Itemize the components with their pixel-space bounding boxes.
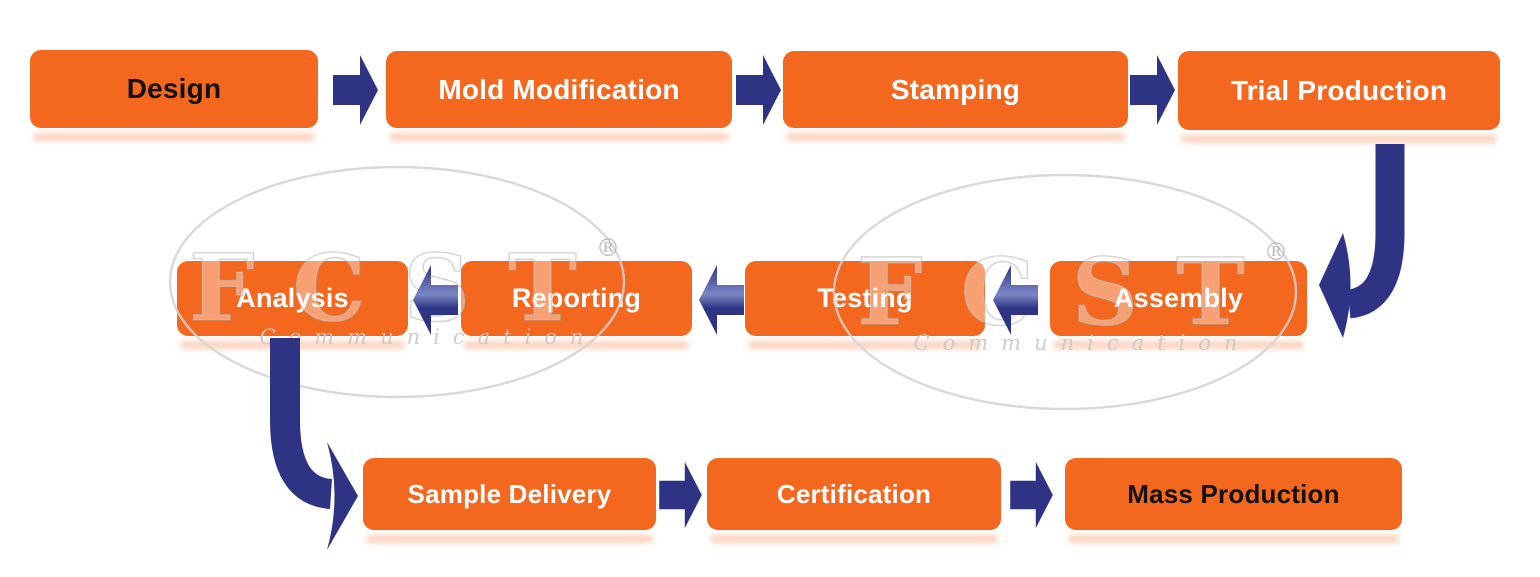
flow-step-label: Mass Production — [1127, 478, 1340, 509]
arrow-right-icon — [1010, 461, 1053, 529]
flow-step-reporting: Reporting — [461, 261, 692, 336]
flow-step-label: Trial Production — [1230, 74, 1448, 106]
registered-trademark-icon: ® — [596, 234, 620, 262]
flow-step-label: Analysis — [236, 283, 349, 313]
arrow-right-icon — [1130, 55, 1175, 125]
curved-arrow-down-left-icon — [1319, 144, 1405, 338]
arrow-right-icon — [736, 55, 781, 125]
flow-step-certification: Certification — [707, 458, 1001, 530]
arrow-right-icon — [333, 55, 378, 125]
flow-step-label: Reporting — [511, 283, 642, 313]
flow-step-label: Mold Modification — [438, 73, 680, 105]
flow-step-assembly: Assembly — [1050, 261, 1307, 336]
flow-step-label: Assembly — [1113, 283, 1244, 313]
arrow-left-icon — [699, 265, 744, 335]
flow-step-stamping: Stamping — [783, 51, 1128, 128]
flow-step-trial-production: Trial Production — [1178, 51, 1500, 130]
flow-step-sample-delivery: Sample Delivery — [363, 458, 656, 530]
flow-step-label: Sample Delivery — [407, 478, 612, 509]
flow-step-mold-modification: Mold Modification — [386, 51, 732, 128]
flow-step-design: Design — [30, 50, 318, 128]
flow-step-label: Testing — [817, 283, 913, 313]
arrow-right-icon — [659, 461, 702, 529]
flow-step-testing: Testing — [745, 261, 985, 336]
flow-step-label: Certification — [776, 478, 932, 509]
flow-step-label: Stamping — [890, 73, 1021, 105]
flow-step-analysis: Analysis — [177, 261, 408, 336]
flow-step-label: Design — [126, 73, 222, 104]
arrow-left-icon — [413, 265, 458, 335]
curved-arrow-down-right-icon — [270, 338, 358, 550]
arrow-left-icon — [993, 265, 1038, 335]
flow-step-mass-production: Mass Production — [1065, 458, 1402, 530]
